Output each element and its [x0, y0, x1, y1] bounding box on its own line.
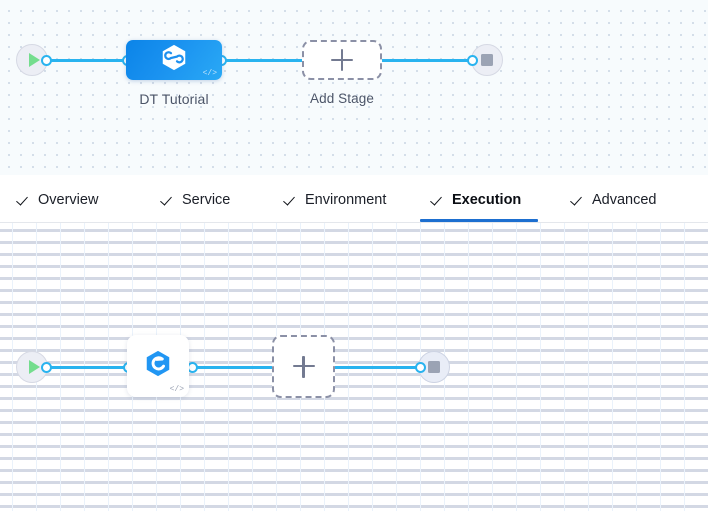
check-icon	[18, 194, 31, 207]
execution-end-input-port[interactable]	[415, 362, 426, 373]
end-input-port[interactable]	[467, 55, 478, 66]
play-icon	[28, 360, 40, 374]
code-badge-icon: </>	[202, 69, 217, 78]
tab-execution[interactable]: Execution	[432, 187, 521, 213]
blue-hexagon-e-icon	[143, 349, 173, 384]
harness-hexagon-icon	[159, 43, 189, 78]
edge-start-to-step	[45, 366, 185, 369]
step-node-fetch-instances[interactable]: </>	[127, 335, 189, 397]
add-stage-label: Add Stage	[310, 91, 374, 106]
check-icon	[285, 194, 298, 207]
tab-environment[interactable]: Environment	[285, 187, 386, 213]
edge-stage-to-addstage	[221, 59, 303, 62]
check-icon	[572, 194, 585, 207]
tab-advanced-label: Advanced	[592, 192, 657, 208]
execution-start-node[interactable]	[16, 351, 48, 383]
add-stage-button[interactable]	[302, 40, 382, 80]
tab-environment-label: Environment	[305, 192, 387, 208]
edge-start-to-stage	[45, 59, 128, 62]
start-output-port[interactable]	[41, 55, 52, 66]
pipeline-stage-canvas[interactable]: </> DT Tutorial Add Stage	[0, 0, 708, 175]
plus-icon	[292, 355, 315, 378]
execution-start-output-port[interactable]	[41, 362, 52, 373]
tab-overview-label: Overview	[38, 192, 99, 208]
execution-step-canvas[interactable]: </> Fetch Instances Add Step	[0, 223, 708, 511]
add-step-button[interactable]	[272, 335, 335, 398]
stage-node-dt-tutorial[interactable]: </>	[126, 40, 222, 80]
stop-icon	[481, 54, 493, 66]
plus-icon	[331, 49, 353, 71]
play-icon	[28, 53, 40, 67]
edge-step-to-addstep	[192, 366, 273, 369]
execution-tab-bar[interactable]: Overview Service Environment Execution A…	[0, 175, 708, 223]
code-badge-icon: </>	[169, 385, 184, 394]
active-tab-underline	[420, 219, 538, 222]
tab-service[interactable]: Service	[162, 187, 230, 213]
tab-overview[interactable]: Overview	[18, 187, 98, 213]
stage-node-label: DT Tutorial	[139, 91, 209, 107]
edge-addstep-to-end	[334, 366, 419, 369]
tab-execution-label: Execution	[452, 192, 522, 208]
stop-icon	[428, 361, 440, 373]
check-icon	[432, 194, 445, 207]
edge-addstage-to-end	[381, 59, 471, 62]
tab-service-label: Service	[182, 192, 231, 208]
tab-advanced[interactable]: Advanced	[572, 187, 657, 213]
check-icon	[162, 194, 175, 207]
